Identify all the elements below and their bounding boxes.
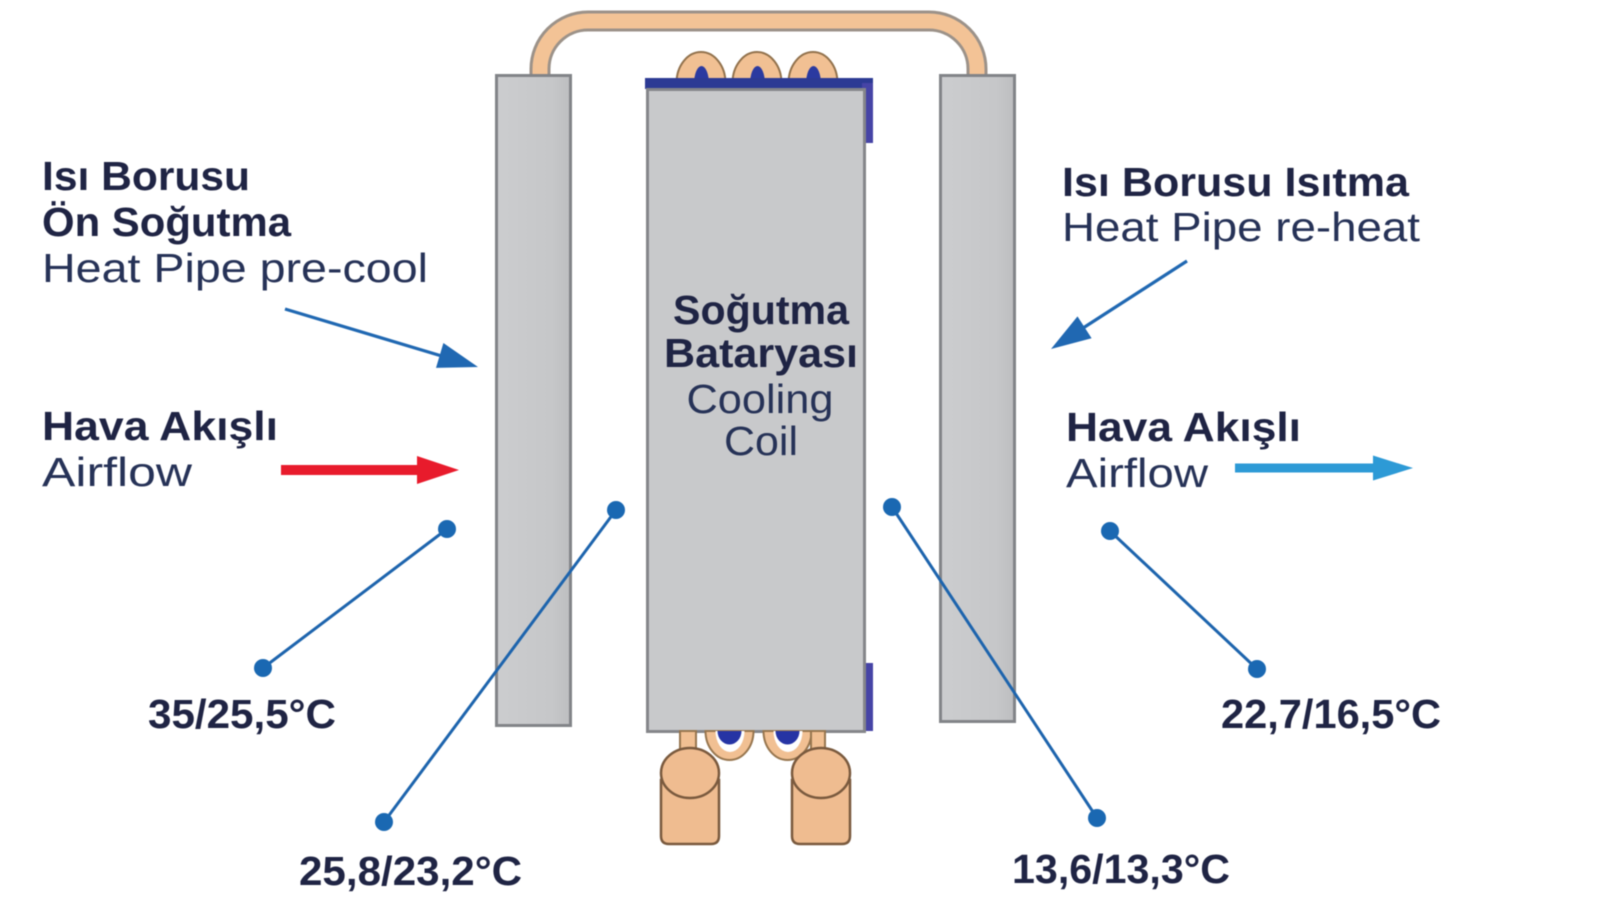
svg-text:25,8/23,2°C: 25,8/23,2°C — [299, 848, 522, 894]
svg-text:Airflow: Airflow — [42, 449, 192, 495]
svg-text:13,6/13,3°C: 13,6/13,3°C — [1012, 846, 1230, 892]
svg-text:Isı Borusu Isıtma: Isı Borusu Isıtma — [1062, 159, 1410, 205]
svg-text:Coil: Coil — [724, 418, 798, 464]
svg-text:Hava Akışlı: Hava Akışlı — [1066, 404, 1301, 450]
svg-text:Soğutma: Soğutma — [673, 287, 850, 333]
svg-text:Heat Pipe pre-cool: Heat Pipe pre-cool — [42, 245, 428, 291]
svg-text:Bataryası: Bataryası — [664, 330, 858, 376]
svg-text:22,7/16,5°C: 22,7/16,5°C — [1221, 691, 1441, 737]
svg-text:Cooling: Cooling — [687, 376, 834, 422]
svg-text:35/25,5°C: 35/25,5°C — [148, 691, 336, 737]
svg-text:Isı Borusu: Isı Borusu — [42, 153, 250, 199]
svg-text:Hava Akışlı: Hava Akışlı — [42, 403, 278, 449]
svg-text:Heat Pipe re-heat: Heat Pipe re-heat — [1062, 204, 1421, 250]
svg-text:Airflow: Airflow — [1066, 450, 1208, 496]
svg-text:Ön Soğutma: Ön Soğutma — [42, 199, 292, 245]
